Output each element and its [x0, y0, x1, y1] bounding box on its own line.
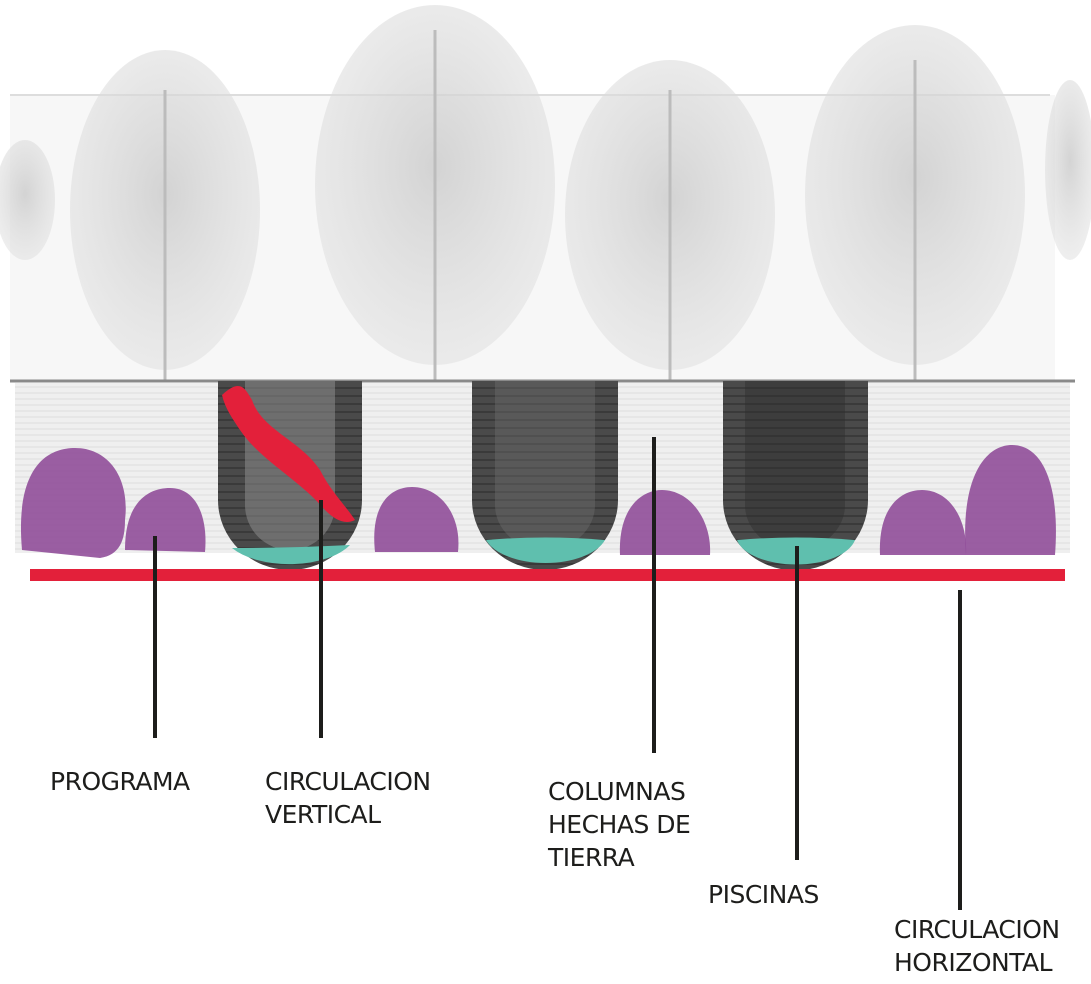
program-blob-5: [879, 490, 967, 555]
label-programa: PROGRAMA: [50, 767, 190, 796]
program-blobs: [20, 445, 1056, 558]
tree-left-edge: [0, 140, 55, 260]
program-blob-1: [20, 448, 126, 558]
tree-4: [805, 25, 1025, 380]
trees-background: [0, 5, 1091, 380]
label-columnas: COLUMNAS HECHAS DE TIERRA: [548, 777, 691, 872]
horizontal-circulation-bar: [30, 569, 1065, 581]
tree-2: [315, 5, 555, 380]
earth-columns: [218, 381, 868, 571]
program-blob-6: [965, 445, 1056, 555]
label-circulacion-vertical: CIRCULACION VERTICAL: [265, 767, 431, 829]
pool-2: [486, 537, 605, 564]
label-circulacion-horizontal: CIRCULACION HORIZONTAL: [894, 915, 1060, 977]
program-blob-4: [619, 490, 711, 555]
program-blob-3: [374, 487, 459, 552]
vertical-circulation-slide: [222, 385, 355, 522]
earth-column-2: [472, 381, 618, 570]
tree-1: [70, 50, 260, 380]
program-blob-2: [125, 488, 206, 552]
leader-lines: [153, 437, 962, 910]
earth-column-3: [723, 381, 868, 571]
label-piscinas: PISCINAS: [708, 880, 819, 909]
tree-3: [565, 60, 775, 380]
tree-right-edge: [1045, 80, 1091, 260]
